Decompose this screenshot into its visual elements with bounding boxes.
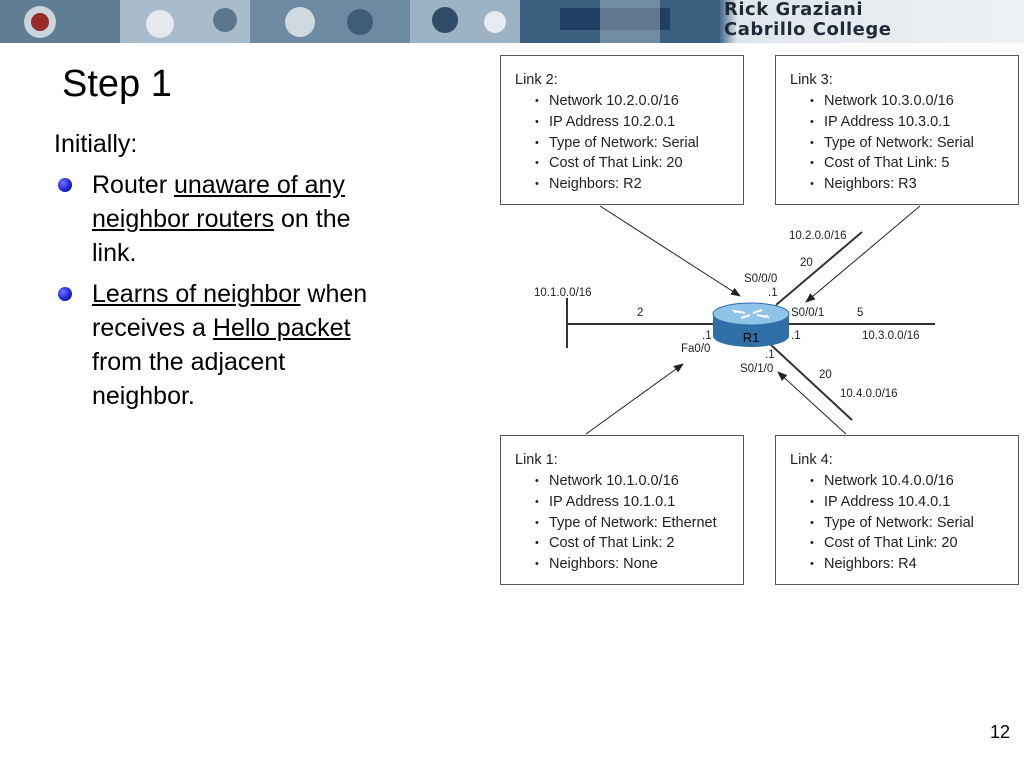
network-label-10-4: 10.4.0.0/16 xyxy=(840,388,898,400)
bullet-item-unaware: Router unaware of any neighbor routers o… xyxy=(54,168,384,270)
bullet-text: from the adjacent neighbor. xyxy=(92,348,286,410)
link-box-item: IP Address 10.1.0.1 xyxy=(535,492,743,513)
link-box-item: Type of Network: Serial xyxy=(810,133,1018,154)
bullet-dot-icon xyxy=(58,178,72,192)
link-box-list: Network 10.3.0.0/16 IP Address 10.3.0.1 … xyxy=(790,91,1018,195)
bullet-text: when receives a xyxy=(92,280,368,342)
cost-label-link-3: 5 xyxy=(857,307,864,319)
link-box-item: Cost of That Link: 20 xyxy=(810,533,1018,554)
link-4-info-box: Link 4: Network 10.4.0.0/16 IP Address 1… xyxy=(775,435,1019,585)
bullet-text: Router xyxy=(92,171,174,199)
link-box-list: Network 10.1.0.0/16 IP Address 10.1.0.1 … xyxy=(515,471,743,575)
link-box-item: Neighbors: R4 xyxy=(810,554,1018,575)
link-box-item: Network 10.4.0.0/16 xyxy=(810,471,1018,492)
network-label-10-2: 10.2.0.0/16 xyxy=(789,230,847,242)
link-box-item: Cost of That Link: 2 xyxy=(535,533,743,554)
link-box-list: Network 10.2.0.0/16 IP Address 10.2.0.1 … xyxy=(515,91,743,195)
link-box-item: Neighbors: R2 xyxy=(535,174,743,195)
intro-text: Initially: xyxy=(54,130,138,158)
banner-author-text: Rick Graziani Cabrillo College xyxy=(724,0,1024,40)
interface-label-fa00: Fa0/0 xyxy=(681,343,711,355)
bullet-underlined-text: Hello packet xyxy=(212,314,351,342)
cost-label-link-2: 20 xyxy=(800,257,813,269)
link-box-item: Cost of That Link: 5 xyxy=(810,153,1018,174)
router-icon xyxy=(712,302,790,347)
interface-label-s010: S0/1/0 xyxy=(740,363,774,375)
link-2-info-box: Link 2: Network 10.2.0.0/16 IP Address 1… xyxy=(500,55,744,205)
router-label: R1 xyxy=(743,330,760,345)
link-box-item: IP Address 10.3.0.1 xyxy=(810,112,1018,133)
link-box-item: Network 10.3.0.0/16 xyxy=(810,91,1018,112)
link-box-list: Network 10.4.0.0/16 IP Address 10.4.0.1 … xyxy=(790,471,1018,575)
arrow-link-4 xyxy=(777,371,847,435)
ip-suffix-label-s001: .1 xyxy=(791,330,801,342)
banner-author-name: Rick Graziani xyxy=(724,0,864,20)
link-box-item: Cost of That Link: 20 xyxy=(535,153,743,174)
banner-photo-collage xyxy=(0,0,720,43)
link-2-line xyxy=(775,231,863,306)
link-box-title: Link 1: xyxy=(515,452,558,468)
link-box-title: Link 2: xyxy=(515,72,558,88)
cost-label-link-1: 2 xyxy=(637,307,644,319)
link-box-title: Link 4: xyxy=(790,452,833,468)
bullet-item-learns: Learns of neighbor when receives a Hello… xyxy=(54,277,384,413)
link-box-item: IP Address 10.2.0.1 xyxy=(535,112,743,133)
link-box-item: Type of Network: Serial xyxy=(535,133,743,154)
arrow-link-1 xyxy=(585,363,684,435)
link-box-title: Link 3: xyxy=(790,72,833,88)
header-banner: Rick Graziani Cabrillo College xyxy=(0,0,1024,43)
link-box-item: Neighbors: None xyxy=(535,554,743,575)
cost-label-link-4: 20 xyxy=(819,369,832,381)
slide-title: Step 1 xyxy=(62,63,172,105)
bullet-list: Router unaware of any neighbor routers o… xyxy=(54,168,384,420)
bullet-underlined-text: unaware of any neighbor routers xyxy=(92,171,345,233)
bullet-dot-icon xyxy=(58,287,72,301)
ip-suffix-label-s010: .1 xyxy=(765,349,775,361)
network-label-10-1: 10.1.0.0/16 xyxy=(534,287,592,299)
arrow-link-2 xyxy=(599,205,741,297)
link-3-info-box: Link 3: Network 10.3.0.0/16 IP Address 1… xyxy=(775,55,1019,205)
bullet-text: on the link. xyxy=(92,205,351,267)
link-box-item: Network 10.2.0.0/16 xyxy=(535,91,743,112)
link-box-item: Neighbors: R3 xyxy=(810,174,1018,195)
link-box-item: Type of Network: Serial xyxy=(810,513,1018,534)
ip-suffix-label-s000: .1 xyxy=(768,287,778,299)
interface-label-s001: S0/0/1 xyxy=(791,307,825,319)
banner-college-name: Cabrillo College xyxy=(724,19,892,40)
link-4-line xyxy=(769,343,853,421)
ip-suffix-label-fa00: .1 xyxy=(702,330,712,342)
link-box-item: Network 10.1.0.0/16 xyxy=(535,471,743,492)
network-label-10-3: 10.3.0.0/16 xyxy=(862,330,920,342)
interface-label-s000: S0/0/0 xyxy=(744,273,778,285)
link-box-item: IP Address 10.4.0.1 xyxy=(810,492,1018,513)
page-number: 12 xyxy=(990,722,1011,742)
arrow-link-3 xyxy=(805,205,921,303)
link-1-info-box: Link 1: Network 10.1.0.0/16 IP Address 1… xyxy=(500,435,744,585)
link-box-item: Type of Network: Ethernet xyxy=(535,513,743,534)
bullet-underlined-text: Learns of neighbor xyxy=(92,280,301,308)
